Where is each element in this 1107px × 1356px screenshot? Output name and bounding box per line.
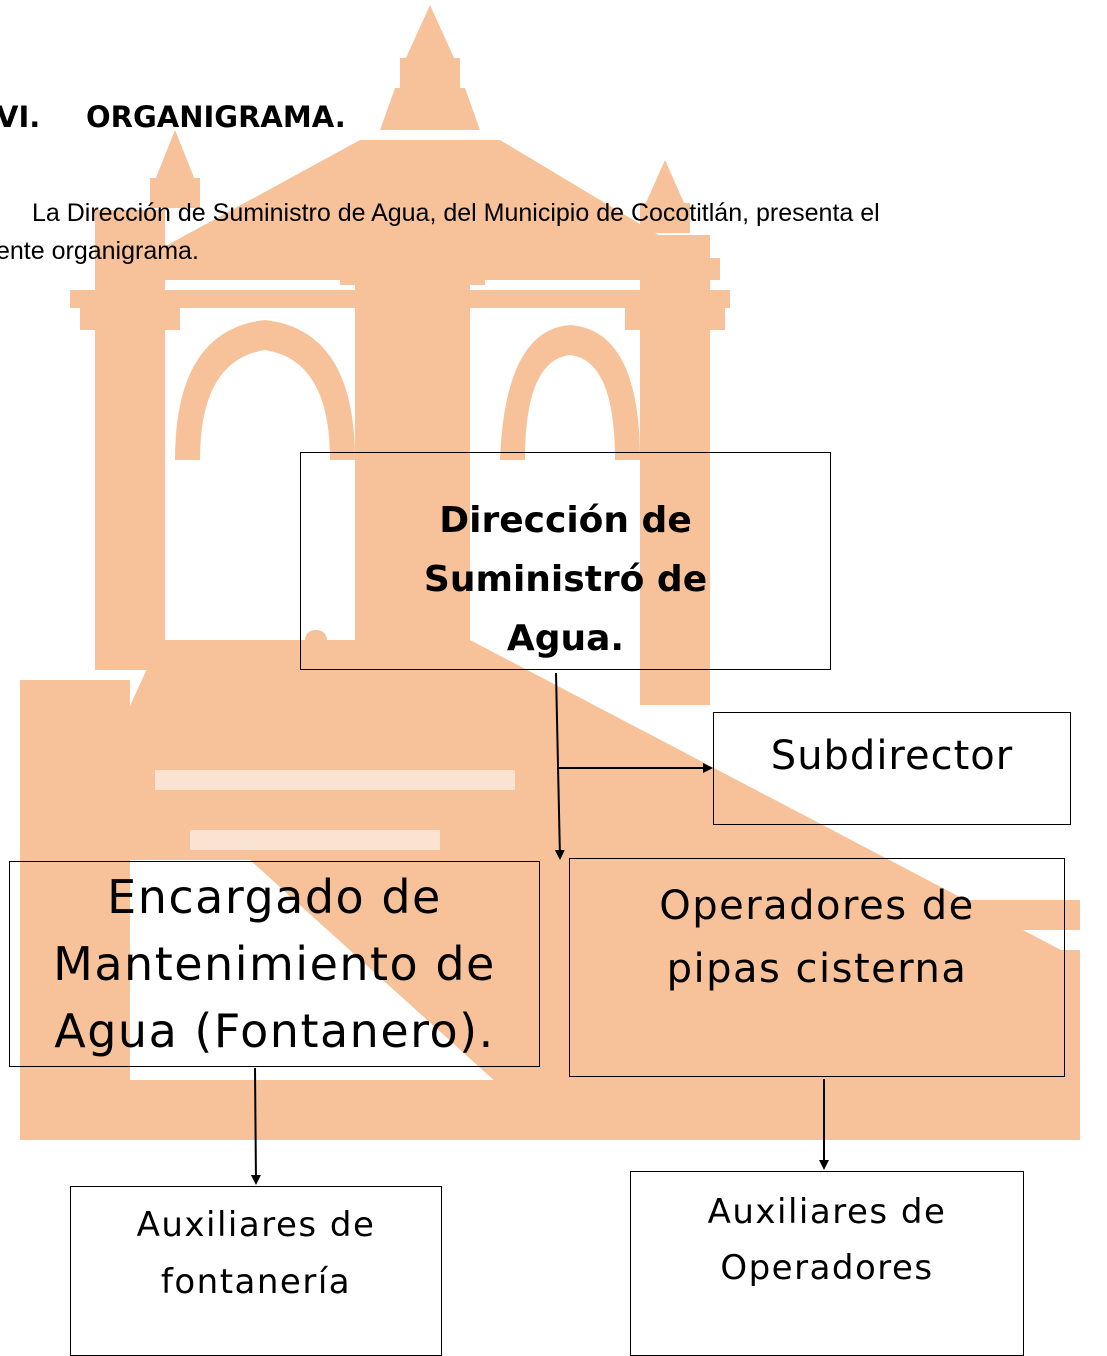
intro-paragraph: La Dirección de Suministro de Agua, del … [0,194,1076,270]
node-aux-fontaneria-label: Auxiliares de fontanería [137,1187,376,1311]
node-aux-operadores-line-2: Operadores [720,1248,934,1288]
node-operadores-line-1: Operadores de [659,883,975,929]
node-direccion-line-1: Dirección de [439,499,692,541]
node-aux-operadores-line-1: Auxiliares de [707,1192,947,1232]
section-heading: VI. ORGANIGRAMA. [0,100,346,134]
node-aux-fontaneria-line-1: Auxiliares de [136,1205,376,1245]
node-encargado-line-3: Agua (Fontanero). [54,1003,495,1058]
intro-line-1: La Dirección de Suministro de Agua, del … [32,199,880,227]
node-encargado-line-2: Mantenimiento de [53,936,496,991]
node-direccion-label: Dirección de Suministró de Agua. [416,455,716,668]
node-encargado-label: Encargado de Mantenimiento de Agua (Font… [53,864,496,1065]
node-direccion: Dirección de Suministró de Agua. [300,452,831,670]
node-encargado-mantenimiento: Encargado de Mantenimiento de Agua (Font… [9,861,540,1067]
node-auxiliares-operadores: Auxiliares de Operadores [630,1171,1024,1356]
section-number: VI. [0,100,41,134]
node-operadores-label: Operadores de pipas cisterna [637,859,997,1001]
node-aux-operadores-label: Auxiliares de Operadores [708,1172,947,1296]
section-title: ORGANIGRAMA. [86,100,346,134]
node-aux-fontaneria-line-2: fontanería [160,1262,352,1302]
node-subdirector-label: Subdirector [770,733,1014,779]
node-direccion-line-2: Suministró de [423,558,708,600]
node-auxiliares-fontaneria: Auxiliares de fontanería [70,1186,442,1356]
node-operadores-pipas: Operadores de pipas cisterna [569,858,1065,1077]
intro-line-2: ente organigrama. [0,237,199,265]
node-direccion-line-3: Agua. [506,617,625,659]
node-encargado-line-1: Encargado de [107,869,442,924]
node-operadores-line-2: pipas cisterna [666,946,968,992]
node-subdirector: Subdirector [713,712,1071,825]
